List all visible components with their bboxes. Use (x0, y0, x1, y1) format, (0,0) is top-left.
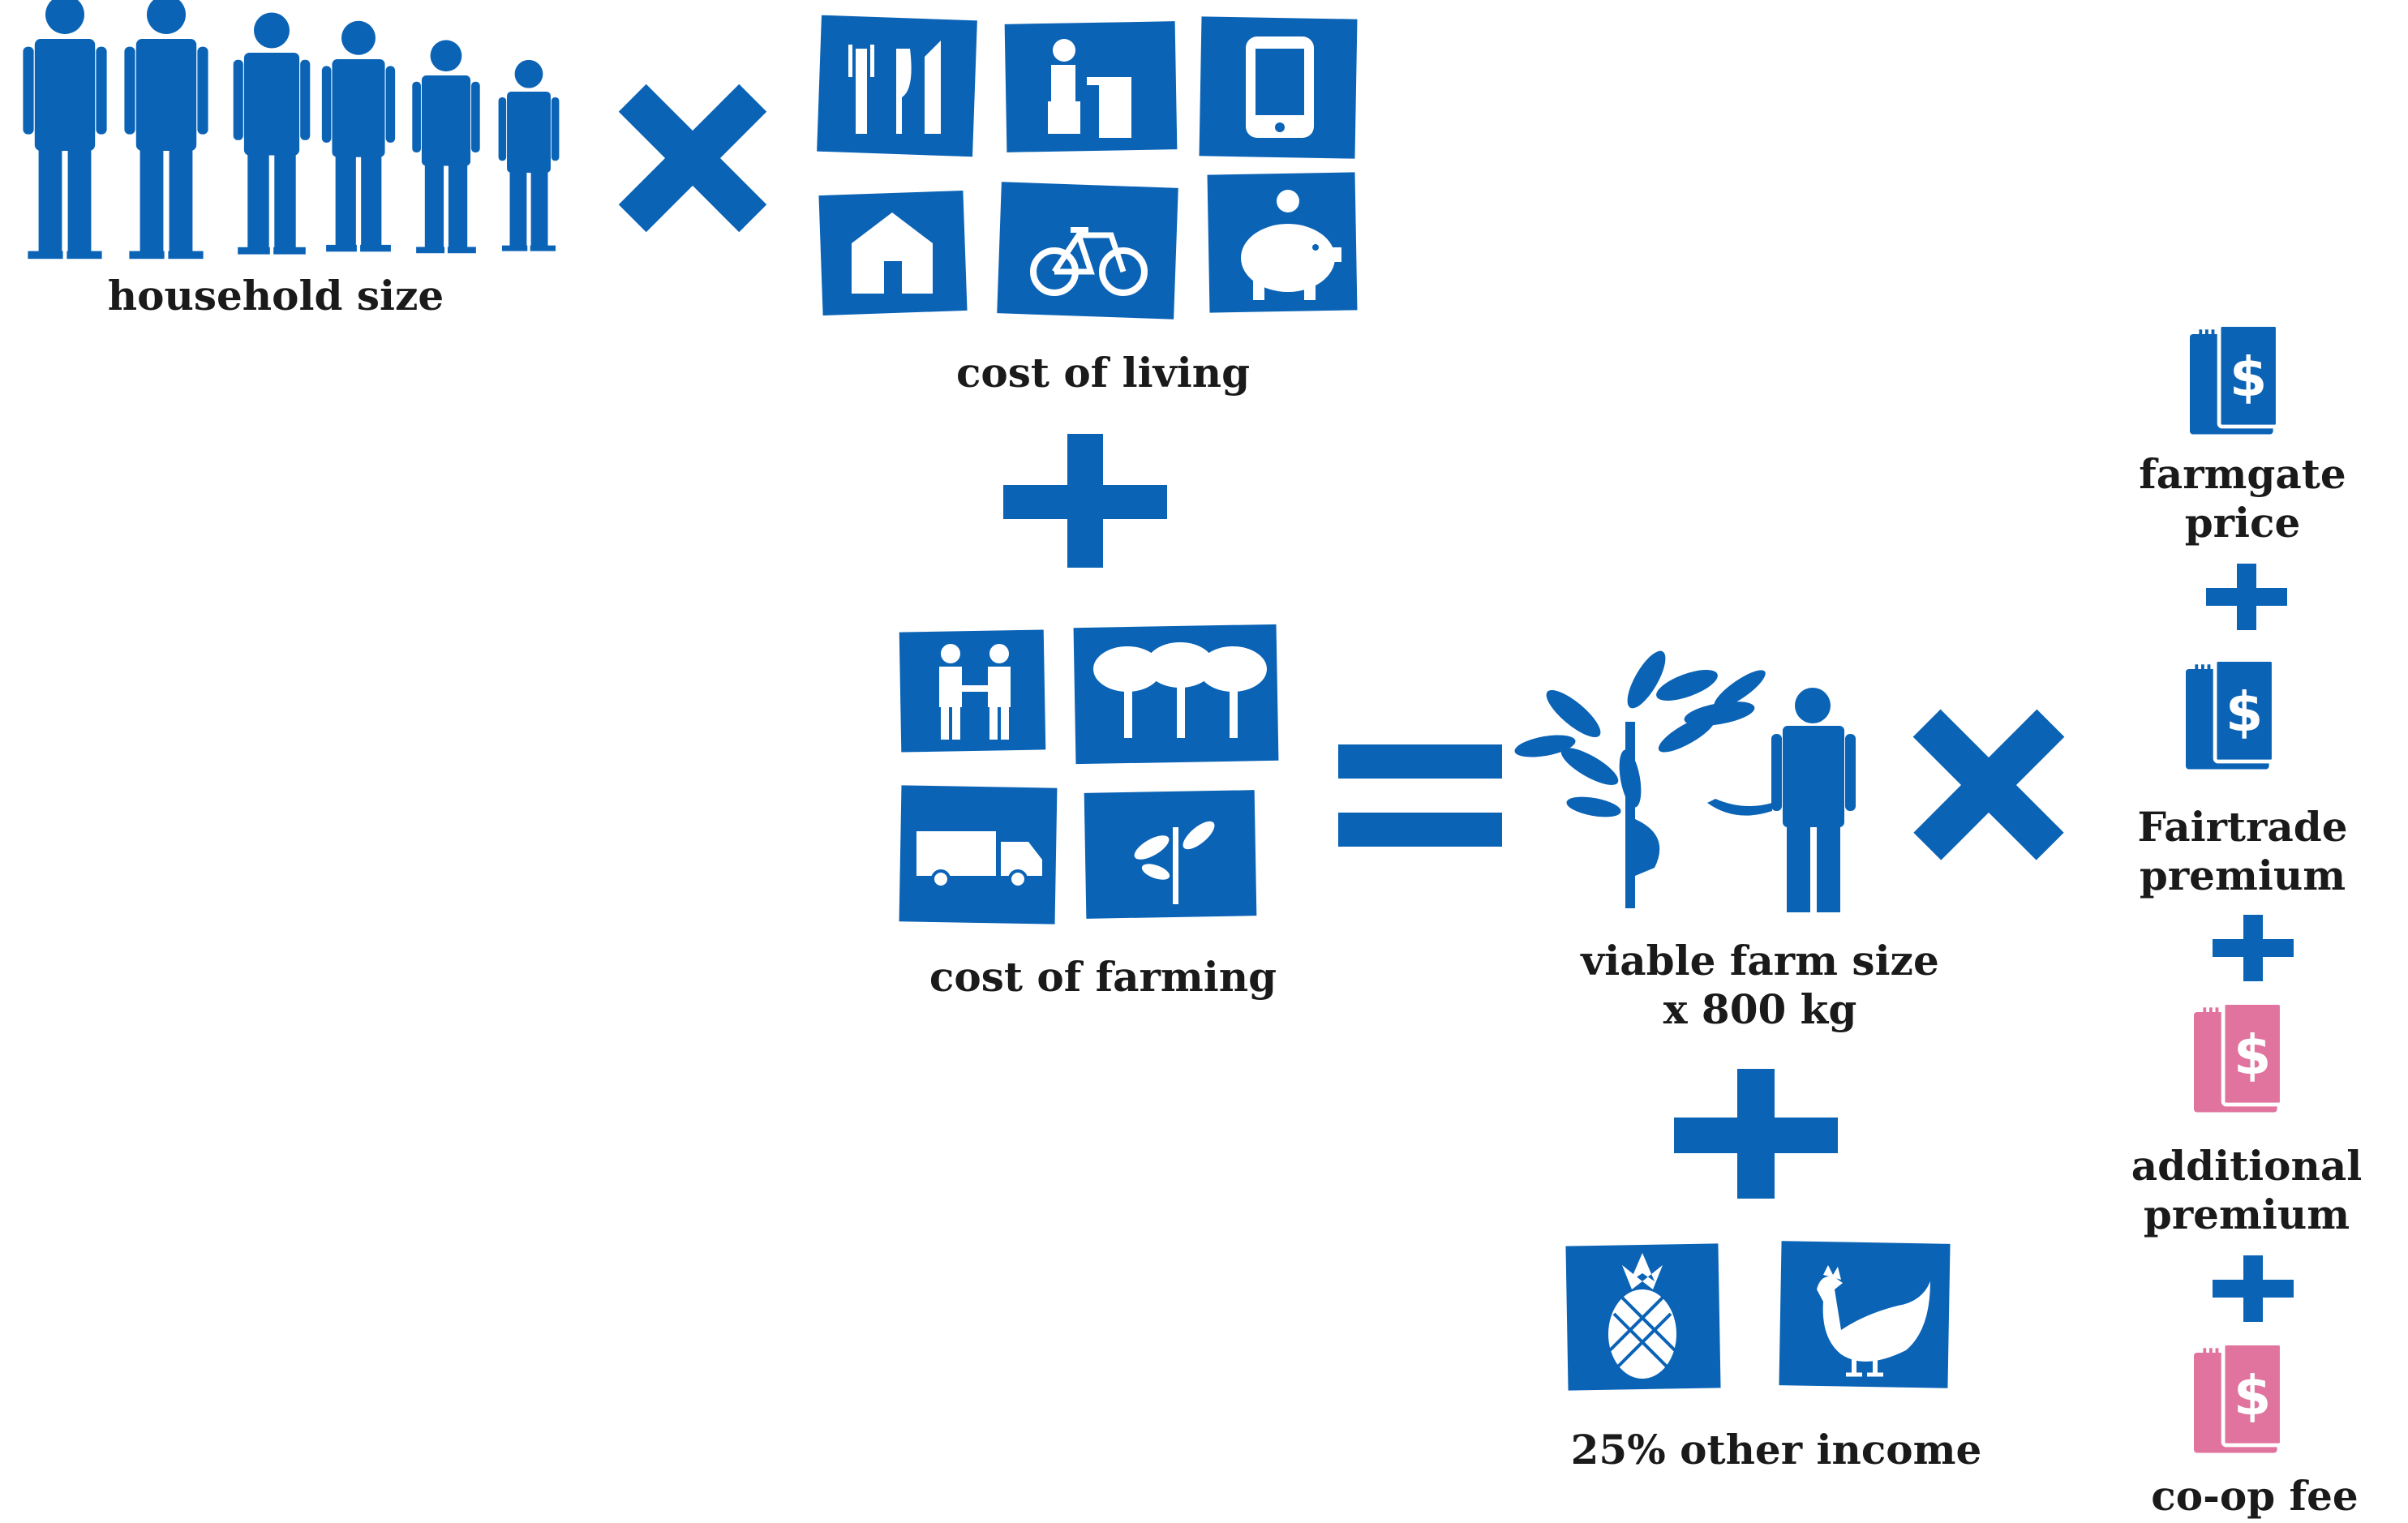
labor-handshake-icon (899, 629, 1046, 753)
person-icon (124, 0, 208, 260)
plus-operator (2206, 564, 2287, 630)
viable-farm-size-line1: viable farm size (1581, 937, 1939, 985)
fairtrade-line1: Fairtrade (2137, 803, 2348, 851)
plus-operator (2213, 1255, 2294, 1322)
additional-premium-label: additional premium (2093, 1142, 2401, 1239)
times-operator (1912, 709, 2065, 860)
household-figures (23, 0, 560, 260)
education-icon (1004, 21, 1178, 152)
pineapple-icon (1565, 1243, 1721, 1391)
other-income-icons (1565, 1241, 1951, 1391)
seedling-icon (1084, 790, 1257, 919)
farmgate-price-label: farmgate price (2093, 450, 2393, 547)
farmgate-line2: price (2184, 499, 2301, 547)
viable-farm-size-line2: x 800 kg (1663, 985, 1857, 1033)
cost-of-living-label: cost of living (955, 349, 1251, 397)
farmer-machete-icon (1707, 688, 1856, 912)
chicken-icon (1779, 1241, 1951, 1388)
farmgate-line1: farmgate (2139, 450, 2346, 498)
cost-of-farming-grid (899, 624, 1279, 925)
money-stack-icon (2186, 660, 2273, 770)
cost-of-living-grid (817, 15, 1358, 320)
additional-line2: premium (2143, 1191, 2350, 1238)
other-income-label: 25% other income (1570, 1426, 1982, 1474)
fairtrade-line2: premium (2139, 852, 2346, 899)
truck-icon (899, 785, 1058, 925)
plus-operator (2213, 915, 2294, 981)
piggy-bank-icon (1207, 172, 1358, 313)
cost-of-farming-label: cost of farming (929, 953, 1277, 1001)
fairtrade-premium-label: Fairtrade premium (2093, 803, 2393, 900)
plus-operator (1674, 1069, 1838, 1199)
person-icon (321, 20, 396, 252)
equals-operator (1338, 744, 1502, 847)
person-icon (23, 0, 107, 260)
additional-line1: additional (2131, 1142, 2363, 1190)
person-icon (498, 59, 560, 251)
money-stack-icon (2190, 325, 2277, 435)
money-stack-icon (2194, 1344, 2281, 1453)
house-icon (818, 190, 968, 316)
phone-icon (1199, 16, 1358, 159)
household-size-label: household size (107, 272, 444, 320)
trees-icon (1073, 624, 1279, 765)
food-utensils-icon (817, 15, 977, 157)
viable-farm-size-label: viable farm size x 800 kg (1500, 937, 2020, 1034)
times-operator (618, 84, 767, 233)
tree-icon (1514, 650, 1766, 908)
bicycle-icon (997, 182, 1178, 320)
coop-fee-label: co-op fee (2151, 1472, 2359, 1520)
person-icon (233, 12, 311, 255)
person-icon (412, 40, 480, 254)
plus-operator (1003, 434, 1167, 568)
money-stack-icon (2194, 1003, 2281, 1113)
